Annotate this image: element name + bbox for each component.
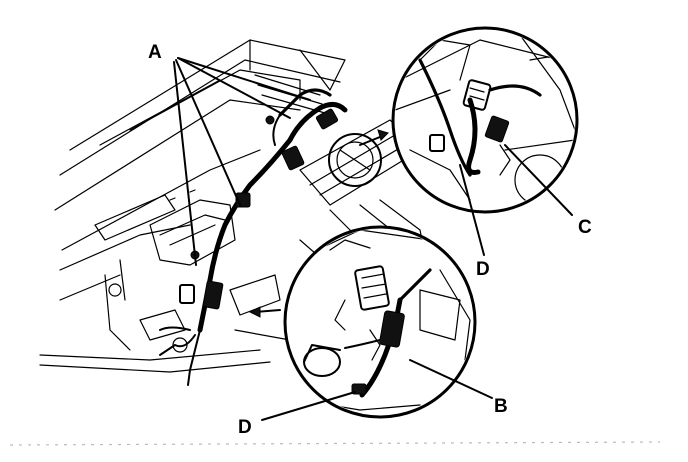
label-d-lower: D xyxy=(238,417,252,438)
leader-lines xyxy=(173,57,573,421)
label-a: A xyxy=(148,42,162,63)
label-c: C xyxy=(578,217,592,238)
main-wire-harness xyxy=(159,88,348,386)
label-b: B xyxy=(494,396,508,417)
detail-arrows xyxy=(248,129,389,318)
detail-circle-lower xyxy=(283,225,477,419)
detail-circle-upper xyxy=(391,26,579,214)
label-d-upper: D xyxy=(476,259,490,280)
scan-noise-line xyxy=(9,441,661,446)
